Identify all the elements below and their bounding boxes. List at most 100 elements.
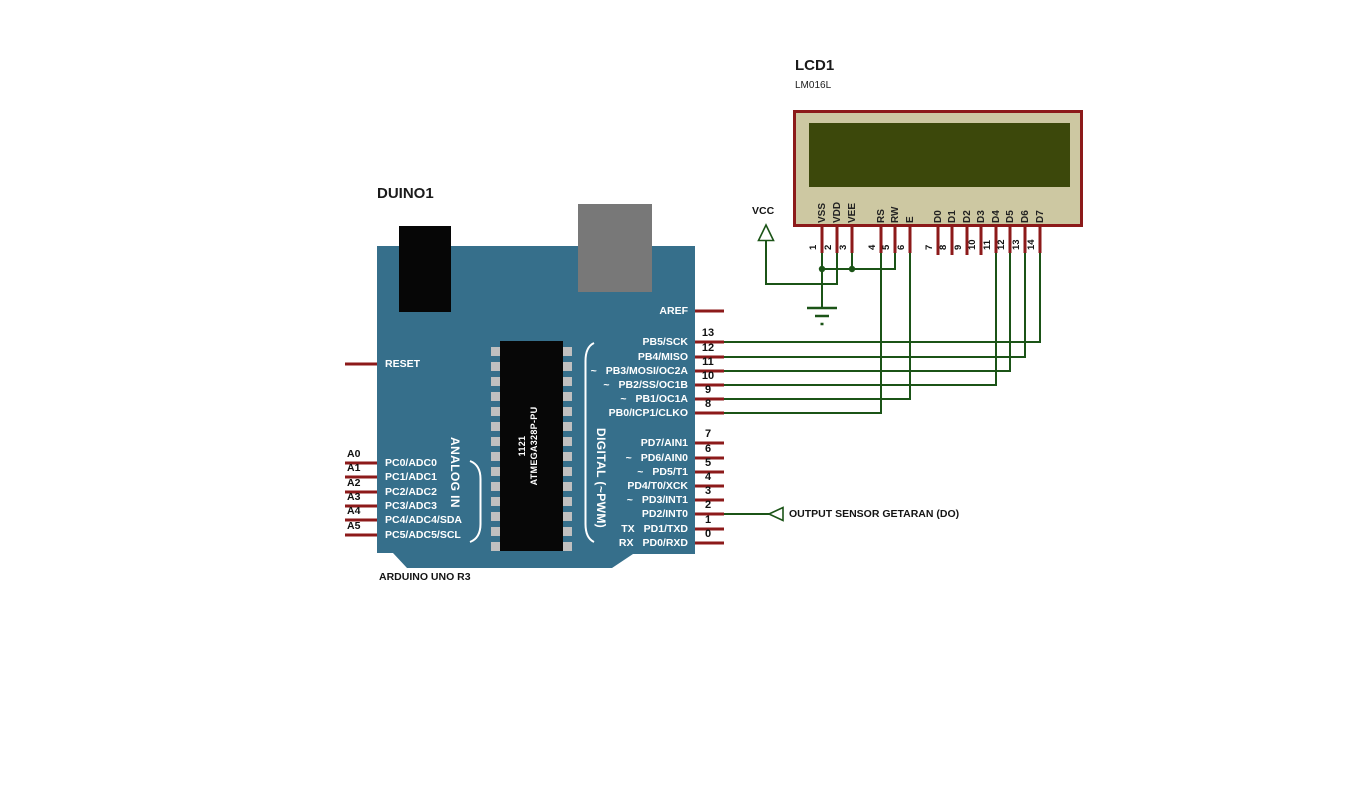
wire-pin12-to-d6[interactable]: [724, 253, 1026, 358]
power-jack: [399, 226, 451, 312]
chip-pad: [563, 527, 572, 536]
atmega328-chip: [500, 341, 563, 551]
lcd-pin-label: D2: [962, 210, 973, 223]
arduino-board-name-label: ARDUINO UNO R3: [379, 571, 471, 583]
lcd-pin-label: D1: [947, 210, 958, 223]
wire-pin13-to-d7[interactable]: [724, 253, 1041, 343]
sensor-net-label: OUTPUT SENSOR GETARAN (DO): [789, 508, 960, 520]
lcd-pin-number: 3: [838, 244, 849, 250]
arduino-pin-label-row: PD7/AIN1: [470, 437, 688, 449]
pin-prefix: ~: [626, 494, 633, 506]
chip-pad: [563, 377, 572, 386]
wire-pin10-to-d4[interactable]: [724, 253, 997, 386]
chip-pad: [491, 407, 500, 416]
aref-pin-label: AREF: [659, 305, 688, 317]
vcc-label: VCC: [752, 205, 775, 217]
analog-pin-label: PC2/ADC2: [385, 486, 437, 498]
wire-pin11-to-d5[interactable]: [724, 253, 1011, 372]
analog-pin-label: PC4/ADC4/SDA: [385, 514, 463, 526]
chip-pad: [491, 497, 500, 506]
chip-pad: [491, 437, 500, 446]
chip-pad: [491, 512, 500, 521]
arduino-left-pin-stubs: [345, 362, 377, 537]
chip-pad: [563, 542, 572, 551]
arduino-pin-number: 6: [704, 443, 712, 455]
pin-name: PB3/MOSI/OC2A: [605, 365, 688, 377]
arduino-pin-label-row: PD4/T0/XCK: [470, 480, 688, 492]
wire-pin9-to-e[interactable]: [724, 253, 911, 400]
sensor-terminal-icon[interactable]: [767, 506, 784, 522]
wire-pin8-to-rs[interactable]: [724, 253, 882, 414]
wire-rw-to-rail[interactable]: [822, 253, 896, 270]
vcc-terminal-icon[interactable]: [757, 223, 775, 242]
chip-pad: [491, 527, 500, 536]
analog-pin-label: PC0/ADC0: [385, 457, 437, 469]
chip-pad: [563, 482, 572, 491]
lcd-pin-label: D5: [1005, 210, 1016, 223]
lcd-pin-number: 1: [808, 244, 819, 250]
lcd-pin-label: D3: [976, 210, 987, 223]
arduino-pin-label-row: PB5/SCK: [470, 336, 688, 348]
chip-pad: [563, 452, 572, 461]
lcd-pin-number: 10: [967, 239, 978, 250]
lcd-pin-number: 13: [1011, 239, 1022, 250]
lcd-pin-label: D7: [1035, 210, 1046, 223]
arduino-pin-number: 10: [701, 370, 715, 382]
lcd-pin-label: RW: [890, 206, 901, 223]
chip-pad: [563, 512, 572, 521]
pin-name: PD6/AIN0: [640, 452, 688, 464]
chip-pad: [563, 437, 572, 446]
pin-prefix: RX: [618, 537, 634, 549]
arduino-pin-number: 3: [704, 485, 712, 497]
pin-name: PD4/T0/XCK: [627, 480, 688, 492]
chip-pad: [491, 542, 500, 551]
pin-name: PB1/OC1A: [635, 393, 688, 405]
chip-pad: [491, 467, 500, 476]
pin-name: PB5/SCK: [642, 336, 688, 348]
arduino-pin-number: 13: [701, 327, 715, 339]
analog-pin-number: A1: [347, 462, 361, 474]
lcd-ref-label[interactable]: LCD1: [795, 57, 835, 74]
arduino-pin-label-row: PB4/MISO: [470, 351, 688, 363]
pin-name: PB4/MISO: [637, 351, 688, 363]
arduino-pin-number: 2: [704, 499, 712, 511]
chip-pad: [563, 392, 572, 401]
lcd-pin-number: 11: [982, 239, 993, 250]
arduino-pin-label-row: ~PB2/SS/OC1B: [470, 379, 688, 391]
arduino-pin-label-row: ~ PD6/AIN0: [470, 452, 688, 464]
ground-symbol[interactable]: [807, 306, 837, 326]
lcd-pin-stubs: [820, 227, 1042, 255]
pin-prefix: ~: [625, 452, 632, 464]
chip-pad: [491, 362, 500, 371]
pin-prefix: TX: [621, 523, 635, 535]
analog-pin-number: A4: [347, 505, 361, 517]
pin-prefix: ~: [590, 365, 597, 377]
analog-pin-number: A2: [347, 477, 361, 489]
analog-pin-number: A3: [347, 491, 361, 503]
pin-name: PD5/T1: [652, 466, 688, 478]
arduino-pin-label-row: PB0/ICP1/CLKO: [470, 407, 688, 419]
analog-group-bracket: [469, 460, 482, 543]
arduino-pin-number: 5: [704, 457, 712, 469]
arduino-ref-label[interactable]: DUINO1: [377, 185, 434, 202]
chip-pad: [563, 497, 572, 506]
chip-pad: [563, 422, 572, 431]
lcd-pin-number: 6: [896, 244, 907, 250]
arduino-pin-number: 9: [704, 384, 712, 396]
lcd-pin-number: 4: [867, 244, 878, 250]
lcd-pin-label: D6: [1020, 210, 1031, 223]
arduino-pin-number: 8: [704, 398, 712, 410]
pin-prefix: ~: [603, 379, 610, 391]
pin-prefix: ~: [620, 393, 627, 405]
analog-pin-label: PC3/ADC3: [385, 500, 437, 512]
junction-dot-vss: [818, 265, 826, 273]
chip-pad: [491, 377, 500, 386]
arduino-pin-label-row: ~PD5/T1: [470, 466, 688, 478]
chip-pad: [563, 362, 572, 371]
pin-name: PB0/ICP1/CLKO: [608, 407, 688, 419]
arduino-pin-number: 12: [701, 342, 715, 354]
lcd-pin-label: D0: [933, 210, 944, 223]
pin-name: PD2/INT0: [641, 508, 688, 520]
